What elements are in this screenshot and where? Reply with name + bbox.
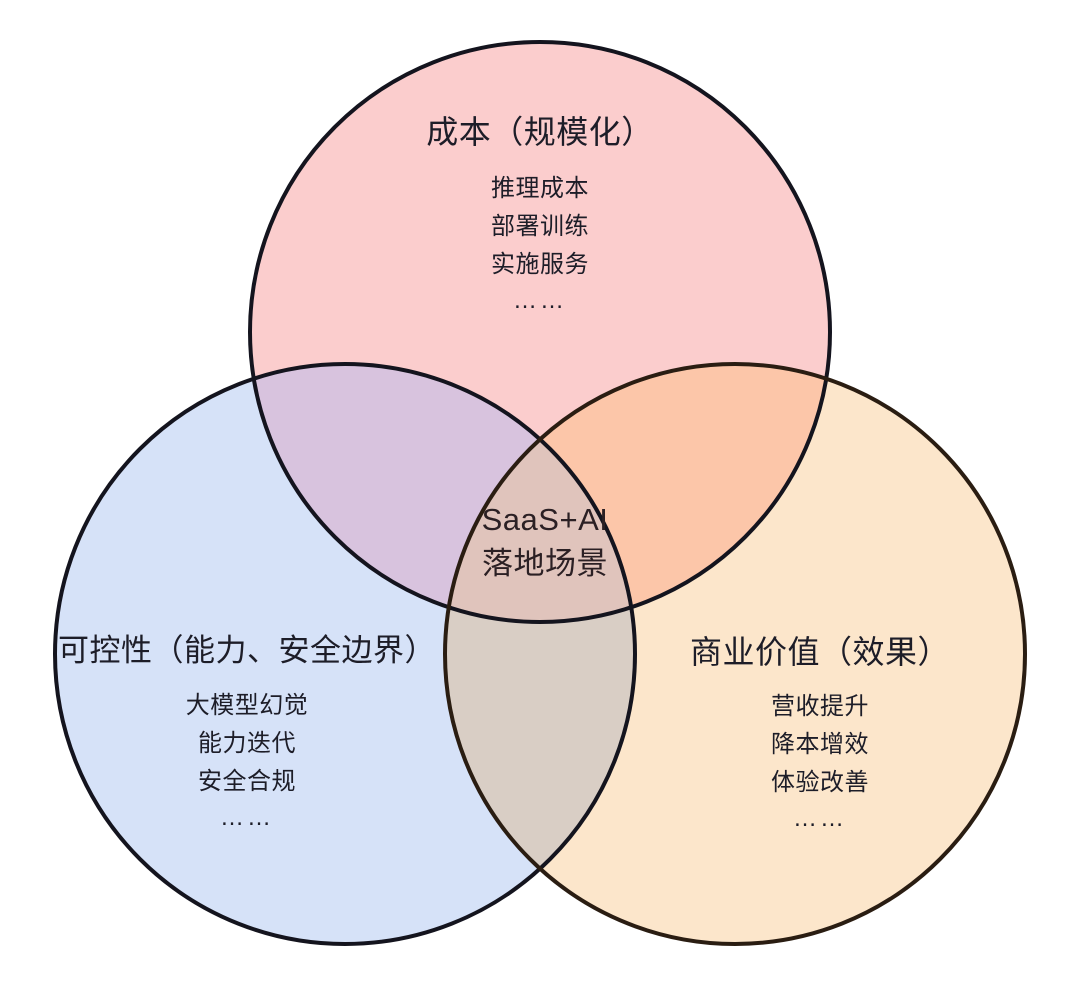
list-item: 营收提升	[771, 693, 869, 720]
region-controllability-labels: 可控性（能力、安全边界） 大模型幻觉 能力迭代 安全合规 ……	[22, 632, 472, 835]
region-cost-labels: 成本（规模化） 推理成本 部署训练 实施服务 ……	[300, 112, 780, 318]
circle-cost-outline	[248, 40, 832, 624]
list-item: 体验改善	[771, 769, 869, 796]
region-business-value-ellipsis: ……	[793, 805, 847, 832]
list-item: 安全合规	[198, 767, 296, 795]
region-cost-ellipsis: ……	[513, 287, 567, 314]
core-title-line-2: 落地场景	[482, 546, 608, 581]
region-controllability-title: 可控性（能力、安全边界）	[58, 633, 436, 668]
region-business-value-items: 营收提升 降本增效 体验改善 ……	[610, 688, 1030, 836]
region-business-value-labels: 商业价值（效果） 营收提升 降本增效 体验改善 ……	[610, 632, 1030, 836]
overlap-core	[445, 364, 635, 622]
circle-business-value-outline	[443, 362, 1027, 946]
region-core-labels: SaaS+AI 落地场景	[400, 498, 690, 586]
region-cost-title: 成本（规模化）	[426, 114, 654, 150]
core-title-line-1: SaaS+AI	[481, 502, 609, 537]
list-item: 大模型幻觉	[185, 691, 309, 719]
region-cost-items: 推理成本 部署训练 实施服务 ……	[300, 170, 780, 318]
list-item: 能力迭代	[198, 729, 296, 757]
region-controllability-ellipsis: ……	[220, 803, 274, 831]
region-business-value-title: 商业价值（效果）	[689, 634, 950, 670]
circle-controllability-outline	[53, 362, 637, 946]
list-item: 推理成本	[491, 175, 589, 202]
list-item: 实施服务	[491, 251, 589, 278]
list-item: 部署训练	[491, 213, 589, 240]
region-controllability-items: 大模型幻觉 能力迭代 安全合规 ……	[22, 687, 472, 835]
list-item: 降本增效	[771, 731, 869, 758]
